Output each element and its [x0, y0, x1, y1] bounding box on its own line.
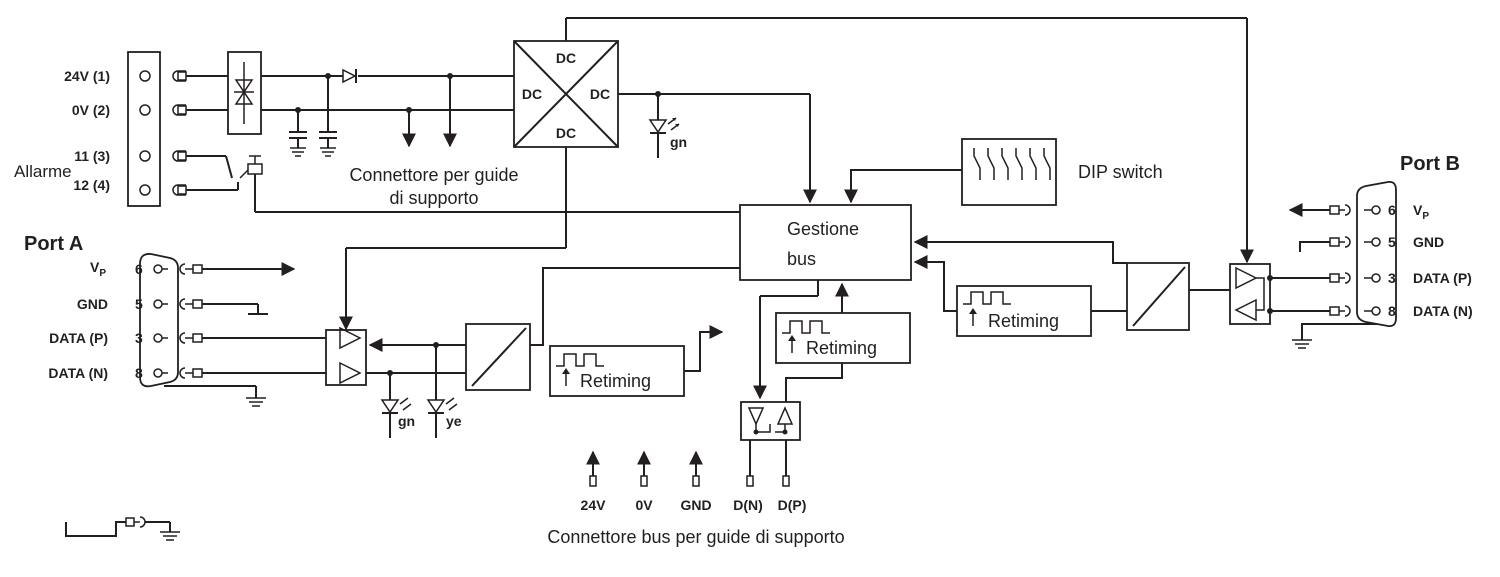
- port-b-title: Port B: [1400, 153, 1460, 175]
- retiming-a-label: Retiming: [580, 371, 651, 391]
- bus-management-label-line2: bus: [787, 249, 816, 269]
- port-a-gnd-label: GND: [77, 296, 108, 312]
- shield-ground-symbol-icon: [65, 516, 180, 541]
- port-a-transceiver: [325, 326, 367, 386]
- port-b-vp-label: VP: [1413, 202, 1429, 222]
- port-b-connector: [1329, 181, 1397, 327]
- port-a-pin6: 6: [135, 261, 143, 277]
- port-a-datap-label: DATA (P): [49, 330, 108, 346]
- retiming-center-label: Retiming: [806, 338, 877, 358]
- rail-connector-label-line2: di supporto: [389, 188, 478, 208]
- terminal-24v-label: 24V (1): [64, 68, 110, 84]
- bus-pin-0v-label: 0V: [635, 497, 653, 513]
- dc-dc-converter: [513, 40, 619, 148]
- bus-management-label-line1: Gestione: [787, 219, 859, 239]
- terminal-block: [127, 51, 187, 207]
- port-a-connector: [139, 253, 203, 388]
- port-b-pin6: 6: [1388, 202, 1396, 218]
- port-a-vp-label: VP: [90, 259, 106, 279]
- rail-connector-label-line1: Connettore per guide: [349, 165, 518, 185]
- port-b-datan-label: DATA (N): [1413, 303, 1473, 319]
- power-wiring: [186, 51, 514, 157]
- alarm-relay: [186, 155, 740, 213]
- bus-pin-24v-label: 24V: [581, 497, 607, 513]
- terminal-11-label: 11 (3): [74, 148, 110, 164]
- dcdc-label-left: DC: [522, 86, 542, 102]
- dcdc-label-bottom: DC: [556, 125, 576, 141]
- dcdc-label-top: DC: [556, 50, 576, 66]
- bus-pin-dp-label: D(P): [778, 497, 807, 513]
- port-b-pin3: 3: [1388, 270, 1396, 286]
- port-a-led-ye-label: ye: [446, 413, 462, 429]
- port-b-datap-label: DATA (P): [1413, 270, 1472, 286]
- alarm-label: Allarme: [14, 162, 72, 181]
- port-b-pin8: 8: [1388, 303, 1396, 319]
- port-b-transceiver: [1229, 263, 1271, 325]
- terminal-12-label: 12 (4): [73, 177, 110, 193]
- port-a-datan-label: DATA (N): [48, 365, 108, 381]
- power-led-icon: [648, 117, 680, 158]
- dcdc-output-wiring: [339, 17, 1254, 331]
- port-b-gnd-label: GND: [1413, 234, 1444, 250]
- port-a-led-gn-label: gn: [398, 413, 415, 429]
- bus-connector-label: Connettore bus per guide di supporto: [547, 527, 844, 547]
- port-b-bus-wiring: [913, 235, 1230, 312]
- retiming-b-box: [956, 285, 1092, 337]
- port-a-pin5: 5: [135, 296, 143, 312]
- power-led-label: gn: [670, 134, 687, 150]
- port-a-led-ye-icon: [426, 397, 458, 438]
- bus-pin-dn-label: D(N): [733, 497, 763, 513]
- retiming-a-out-wire: [684, 325, 724, 372]
- bus-pins-wiring: [586, 440, 790, 487]
- port-a-isolator: [465, 323, 531, 391]
- bus-transceiver: [740, 401, 801, 441]
- port-b-isolator: [1126, 262, 1190, 331]
- port-a-to-bus-wire: [530, 267, 740, 346]
- retiming-center-box: [775, 312, 911, 364]
- retiming-a-box: [549, 345, 685, 397]
- port-a-signal-wiring: [366, 338, 466, 400]
- port-a-wiring: [164, 262, 326, 407]
- dip-to-bus-wire: [844, 169, 962, 204]
- port-b-pin5: 5: [1388, 234, 1396, 250]
- retiming-b-label: Retiming: [988, 311, 1059, 331]
- dip-switch-label: DIP switch: [1078, 162, 1163, 182]
- bus-pin-gnd-label: GND: [680, 497, 711, 513]
- dcdc-label-right: DC: [590, 86, 610, 102]
- port-b-signal-wiring: [1267, 203, 1380, 349]
- dip-switch-icon: [961, 138, 1057, 206]
- port-a-pin3: 3: [135, 330, 143, 346]
- port-a-title: Port A: [24, 233, 83, 255]
- port-a-pin8: 8: [135, 365, 143, 381]
- bus-transceiver-wiring: [753, 280, 849, 404]
- port-a-led-gn-icon: [380, 397, 412, 438]
- terminal-0v-label: 0V (2): [72, 102, 110, 118]
- bus-management-box: [739, 204, 912, 281]
